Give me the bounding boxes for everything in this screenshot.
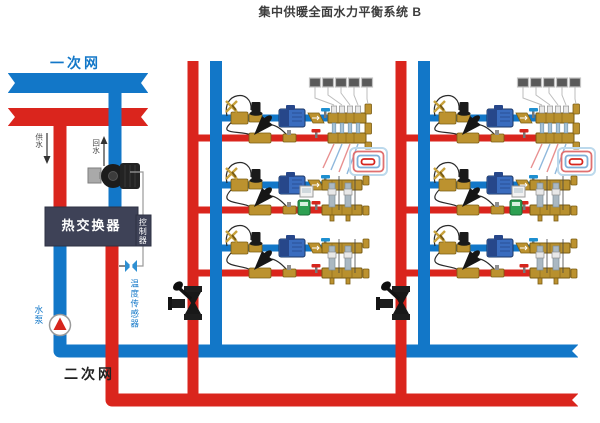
primary-circulation-pump [87, 163, 140, 189]
primary-network-label: 一次网 [50, 55, 101, 71]
water-pump-label: 水泵 [33, 305, 44, 325]
pipe-break [7, 72, 15, 94]
diagram-title: 集中供暖全面水力平衡系统 B [258, 5, 422, 19]
secondary-pump-icon [48, 313, 72, 337]
pipe-break [7, 107, 15, 127]
secondary-supply-pipe [105, 246, 578, 407]
heat-exchanger-box [44, 206, 139, 247]
return-flow-arrow [100, 136, 108, 166]
floor-unit-1-right [401, 78, 595, 175]
supply-flow-arrow [43, 133, 51, 164]
primary-return-label: 回水 [91, 139, 101, 154]
floor-unit-1-left [193, 78, 387, 175]
heat-exchanger-label: 热交换器 [61, 218, 122, 233]
primary-supply-label: 供水 [34, 133, 44, 148]
controller-label: 控制器 [138, 218, 148, 245]
secondary-network-label: 二次网 [64, 366, 115, 382]
control-wires [130, 171, 144, 267]
pipe-break [141, 107, 149, 127]
temperature-sensor-label: 温度传感器 [129, 279, 140, 329]
pipe-break [572, 344, 579, 358]
controller-box [135, 214, 152, 247]
pipe-break [141, 72, 149, 94]
pipe-break [572, 393, 579, 407]
temperature-sensor-icon [119, 260, 137, 272]
